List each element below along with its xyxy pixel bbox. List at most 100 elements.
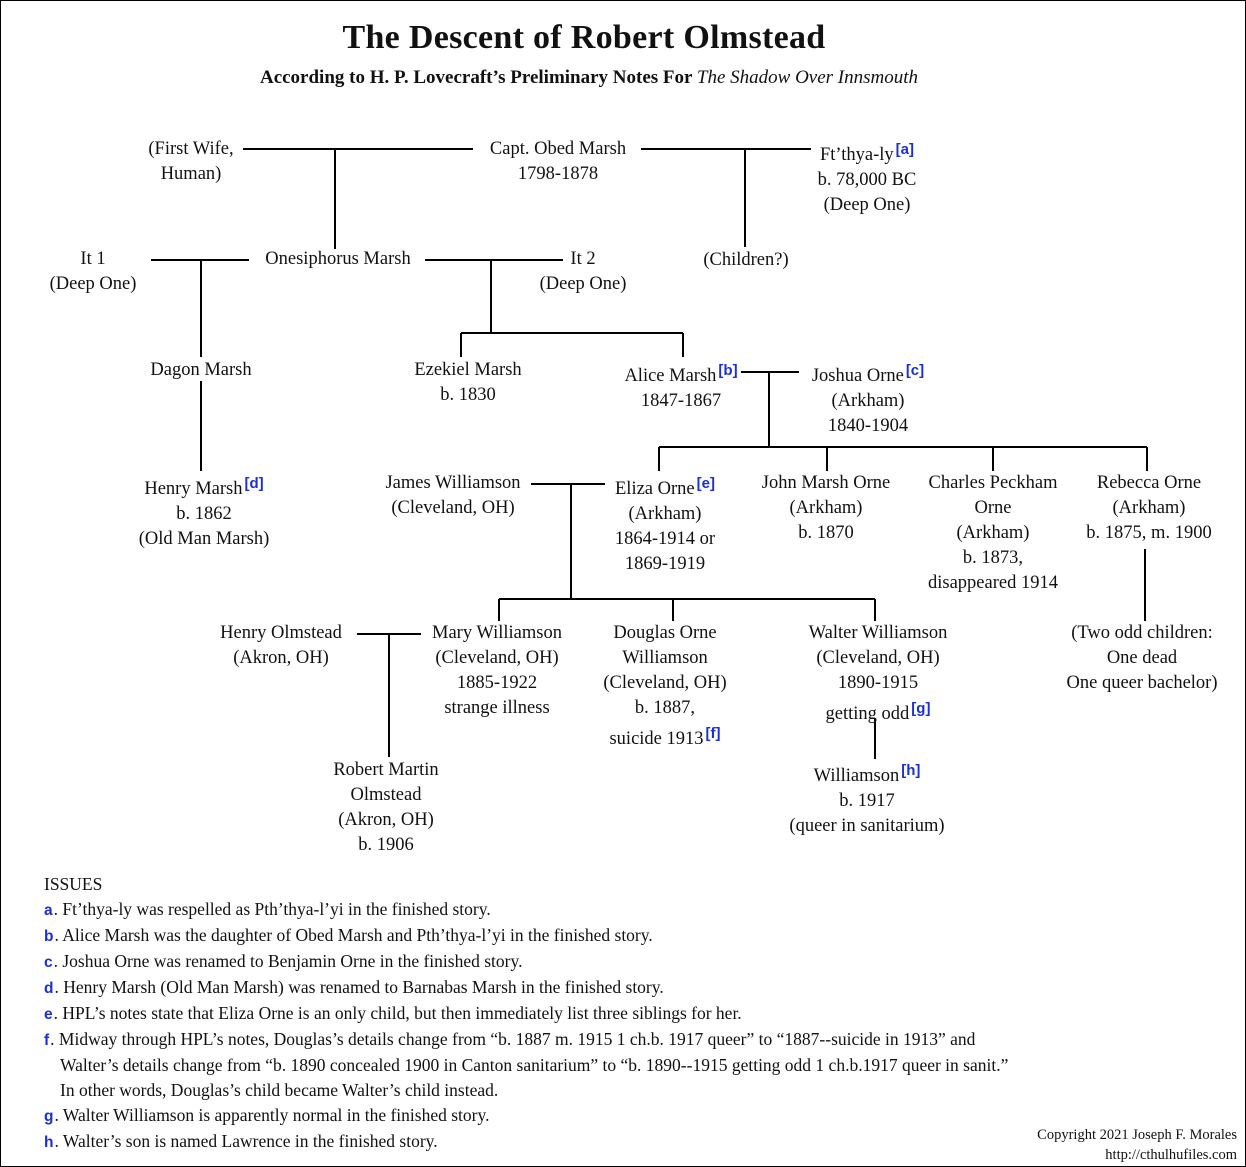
person-line: Mary Williamson bbox=[432, 623, 562, 643]
rebecca-orne-node: Rebecca Orne (Arkham) b. 1875, m. 1900 bbox=[1086, 471, 1211, 546]
person-line: (First Wife, bbox=[148, 139, 234, 159]
henry-olmstead-node: Henry Olmstead (Akron, OH) bbox=[220, 621, 342, 671]
issue-text: . Walter’s son is named Lawrence in the … bbox=[54, 1131, 438, 1151]
person-line: b. 78,000 BC bbox=[817, 170, 917, 190]
copyright-block: Copyright 2021 Joseph F. Morales http://… bbox=[1037, 1125, 1237, 1165]
person-line: (Arkham) bbox=[956, 523, 1030, 543]
person-line: (Old Man Marsh) bbox=[138, 529, 270, 549]
person-line: (Akron, OH) bbox=[233, 648, 329, 668]
issue-letter: b bbox=[44, 928, 54, 945]
ezekiel-marsh-node: Ezekiel Marsh b. 1830 bbox=[414, 358, 521, 408]
person-line: b. 1917 bbox=[839, 791, 895, 811]
john-marsh-orne-node: John Marsh Orne (Arkham) b. 1870 bbox=[762, 471, 890, 546]
person-line: (Arkham) bbox=[1112, 498, 1186, 518]
person-line: getting odd[g] bbox=[809, 696, 948, 727]
copyright-text: Copyright 2021 Joseph F. Morales bbox=[1037, 1127, 1237, 1143]
person-line: Olmstead bbox=[350, 785, 422, 805]
henry-marsh-node: Henry Marsh[d] b. 1862 (Old Man Marsh) bbox=[139, 471, 270, 552]
issue-item: d. Henry Marsh (Old Man Marsh) was renam… bbox=[44, 975, 1008, 1001]
williamson-son-node: Williamson[h] b. 1917 (queer in sanitari… bbox=[789, 758, 944, 839]
person-detail: getting odd bbox=[825, 704, 910, 724]
issues-list: a. Ft’thya-ly was respelled as Pth’thya-… bbox=[44, 897, 1008, 1155]
person-line: (Cleveland, OH) bbox=[603, 673, 727, 693]
person-line: b. 1870 bbox=[798, 523, 854, 543]
person-line: Eliza Orne[e] bbox=[615, 471, 715, 502]
issue-continuation: Walter’s details change from “b. 1890 co… bbox=[60, 1053, 1008, 1078]
eliza-orne-node: Eliza Orne[e] (Arkham) 1864-1914 or 1869… bbox=[615, 471, 715, 577]
person-line: b. 1862 bbox=[176, 504, 232, 524]
issue-item: a. Ft’thya-ly was respelled as Pth’thya-… bbox=[44, 897, 1008, 923]
person-line: (Akron, OH) bbox=[338, 810, 434, 830]
person-line: 1798-1878 bbox=[517, 164, 599, 184]
footnote-marker[interactable]: [e] bbox=[696, 475, 715, 492]
onesiphorus-node: Onesiphorus Marsh bbox=[265, 247, 410, 272]
person-line: (Arkham) bbox=[789, 498, 863, 518]
person-line: One dead bbox=[1106, 648, 1178, 668]
person-line: 1869-1919 bbox=[624, 554, 706, 574]
issue-item: b. Alice Marsh was the daughter of Obed … bbox=[44, 923, 1008, 949]
person-line: (queer in sanitarium) bbox=[789, 816, 945, 836]
person-line: Walter Williamson bbox=[808, 623, 948, 643]
issue-text: . Alice Marsh was the daughter of Obed M… bbox=[54, 925, 653, 945]
person-line: It 2 bbox=[570, 249, 596, 269]
issue-item: h. Walter’s son is named Lawrence in the… bbox=[44, 1129, 1008, 1155]
alice-marsh-node: Alice Marsh[b] 1847-1867 bbox=[624, 358, 737, 414]
person-line: Williamson bbox=[622, 648, 708, 668]
person-line: (Deep One) bbox=[823, 195, 911, 215]
issue-text: . Midway through HPL’s notes, Douglas’s … bbox=[50, 1029, 976, 1049]
fthyaly-node: Ft’thya-ly[a] b. 78,000 BC (Deep One) bbox=[818, 137, 917, 218]
person-line: (Two odd children: bbox=[1071, 623, 1213, 643]
person-line: 1847-1867 bbox=[640, 391, 722, 411]
footnote-marker[interactable]: [b] bbox=[718, 362, 738, 379]
person-line: Williamson[h] bbox=[789, 758, 944, 789]
issue-letter: e bbox=[44, 1006, 53, 1023]
person-line: John Marsh Orne bbox=[761, 473, 891, 493]
person-name: Henry Marsh bbox=[144, 479, 243, 499]
walter-williamson-node: Walter Williamson (Cleveland, OH) 1890-1… bbox=[809, 621, 948, 727]
person-line: (Arkham) bbox=[628, 504, 702, 524]
person-line: (Deep One) bbox=[539, 274, 627, 294]
person-line: Henry Marsh[d] bbox=[139, 471, 270, 502]
it2-node: It 2 (Deep One) bbox=[540, 247, 627, 297]
person-line: (Children?) bbox=[703, 250, 789, 270]
person-line: Dagon Marsh bbox=[150, 360, 252, 380]
issue-letter: f bbox=[44, 1032, 50, 1049]
issue-letter: g bbox=[44, 1108, 54, 1125]
james-williamson-node: James Williamson (Cleveland, OH) bbox=[385, 471, 520, 521]
person-line: b. 1887, bbox=[634, 698, 696, 718]
issue-text: Walter’s details change from “b. 1890 co… bbox=[60, 1055, 1009, 1075]
page-title: The Descent of Robert Olmstead bbox=[342, 19, 826, 56]
footnote-marker[interactable]: [f] bbox=[705, 725, 721, 742]
person-line: Robert Martin bbox=[333, 760, 439, 780]
footnote-marker[interactable]: [g] bbox=[911, 700, 931, 717]
person-name: Williamson bbox=[813, 766, 900, 786]
website-link[interactable]: http://cthulhufiles.com bbox=[1105, 1147, 1237, 1163]
page-subtitle: According to H. P. Lovecraft’s Prelimina… bbox=[1, 67, 1177, 89]
issue-continuation: In other words, Douglas’s child became W… bbox=[60, 1078, 1008, 1103]
issue-letter: a bbox=[44, 902, 53, 919]
person-line: Joshua Orne[c] bbox=[812, 358, 924, 389]
person-name: Alice Marsh bbox=[624, 366, 717, 386]
issues-heading: ISSUES bbox=[44, 874, 103, 894]
footnote-marker[interactable]: [h] bbox=[901, 762, 921, 779]
obed-marsh-node: Capt. Obed Marsh 1798-1878 bbox=[490, 137, 626, 187]
issue-text: . Walter Williamson is apparently normal… bbox=[54, 1105, 490, 1125]
issue-text: . Joshua Orne was renamed to Benjamin Or… bbox=[53, 951, 523, 971]
person-line: strange illness bbox=[444, 698, 550, 718]
footnote-marker[interactable]: [c] bbox=[905, 362, 925, 379]
person-line: b. 1875, m. 1900 bbox=[1086, 523, 1212, 543]
issue-letter: c bbox=[44, 954, 53, 971]
children-question-node: (Children?) bbox=[703, 248, 788, 273]
person-line: Human) bbox=[160, 164, 222, 184]
issue-item: g. Walter Williamson is apparently norma… bbox=[44, 1103, 1008, 1129]
footnote-marker[interactable]: [a] bbox=[895, 141, 914, 158]
issue-item: e. HPL’s notes state that Eliza Orne is … bbox=[44, 1001, 1008, 1027]
issue-text: . Henry Marsh (Old Man Marsh) was rename… bbox=[54, 977, 664, 997]
it1-node: It 1 (Deep One) bbox=[50, 247, 137, 297]
charles-peckham-orne-node: Charles Peckham Orne (Arkham) b. 1873, d… bbox=[928, 471, 1058, 596]
person-line: Orne bbox=[974, 498, 1012, 518]
footnote-marker[interactable]: [d] bbox=[244, 475, 264, 492]
person-line: b. 1873, bbox=[962, 548, 1024, 568]
person-line: (Cleveland, OH) bbox=[435, 648, 559, 668]
person-line: Ft’thya-ly[a] bbox=[818, 137, 917, 168]
